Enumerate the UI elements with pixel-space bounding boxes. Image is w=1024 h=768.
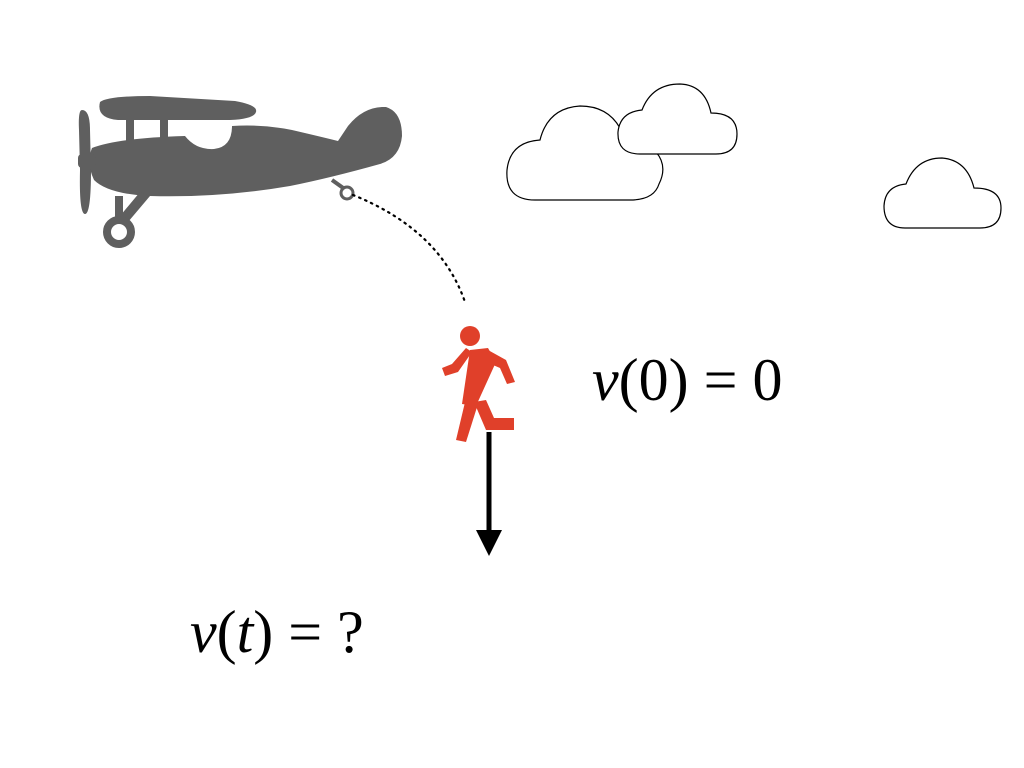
arrow-head bbox=[476, 530, 502, 556]
eq1-arg: 0 bbox=[639, 347, 669, 413]
eq2-var: v bbox=[190, 599, 217, 665]
unknown-velocity-equation: v(t) = ? bbox=[190, 599, 364, 665]
person-arm-back bbox=[442, 348, 472, 376]
plane-strut-right bbox=[160, 116, 168, 144]
down-arrow-icon bbox=[476, 432, 502, 556]
person-arm-front bbox=[486, 350, 515, 384]
running-person-icon bbox=[442, 326, 515, 442]
biplane-icon bbox=[78, 96, 402, 248]
person-head bbox=[460, 326, 480, 346]
cloud-icon bbox=[506, 105, 664, 201]
plane-fuselage bbox=[89, 106, 402, 197]
initial-velocity-equation: v(0) = 0 bbox=[592, 347, 782, 413]
cloud-icon bbox=[883, 157, 1002, 229]
cloud-icon bbox=[617, 83, 738, 155]
person-leg-front bbox=[474, 400, 514, 430]
eq1-open: ( bbox=[619, 347, 639, 413]
plane-wheel bbox=[103, 216, 135, 248]
person-leg-back bbox=[456, 398, 478, 442]
eq2-rhs: ? bbox=[337, 599, 364, 665]
plane-upper-wing bbox=[99, 96, 257, 120]
plane-tail-ring bbox=[339, 185, 355, 201]
eq1-close: ) bbox=[669, 347, 689, 413]
plane-landing-gear bbox=[115, 192, 150, 222]
eq2-close: ) bbox=[253, 599, 273, 665]
plane-strut-left bbox=[126, 116, 134, 144]
jump-trajectory bbox=[351, 193, 467, 304]
eq1-op: = bbox=[689, 347, 753, 413]
eq2-op: = bbox=[273, 599, 337, 665]
plane-hub bbox=[78, 154, 96, 168]
eq2-open: ( bbox=[217, 599, 237, 665]
eq1-var: v bbox=[592, 347, 619, 413]
eq1-rhs: 0 bbox=[752, 347, 782, 413]
eq2-arg: t bbox=[237, 599, 255, 665]
